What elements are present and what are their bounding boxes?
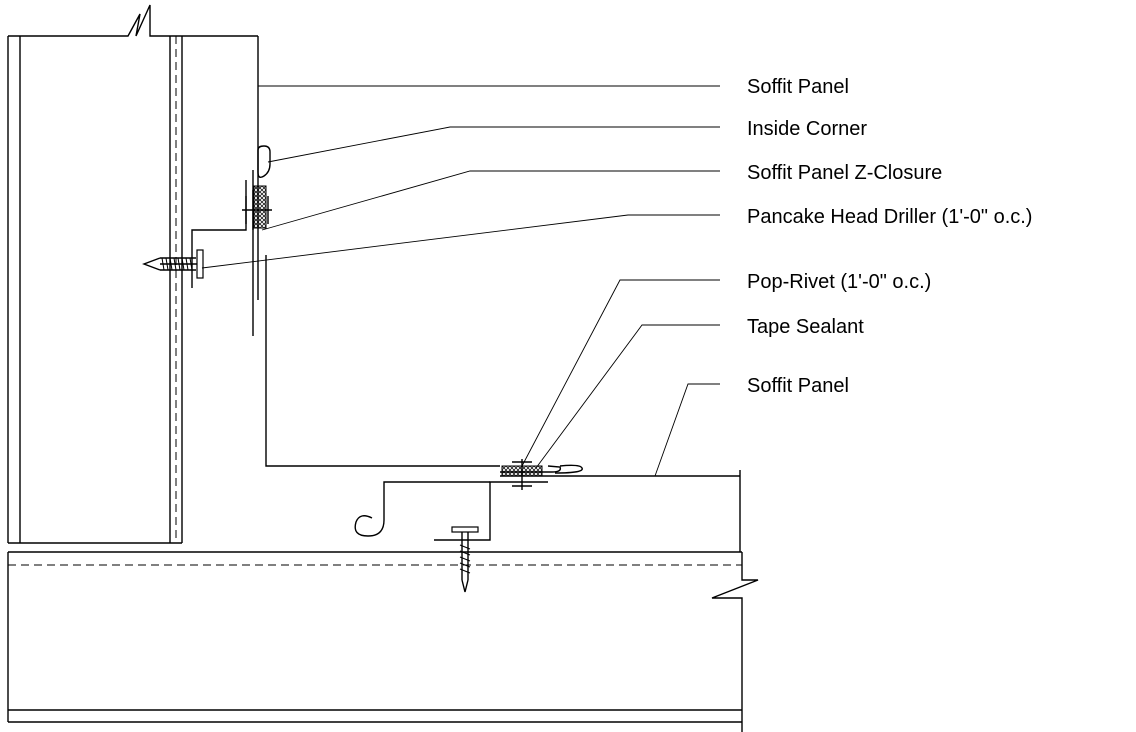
soffit-panel-upper	[257, 36, 500, 467]
pop-rivet-upper	[242, 196, 272, 224]
beam-fastener	[451, 526, 479, 593]
inside-corner-trim	[252, 145, 583, 474]
callout-pancake-driller: Pancake Head Driller (1'-0" o.c.)	[747, 206, 1032, 228]
callout-pop-rivet: Pop-Rivet (1'-0" o.c.)	[747, 271, 931, 293]
callout-z-closure: Soffit Panel Z-Closure	[747, 162, 942, 184]
callout-soffit-panel-bottom: Soffit Panel	[747, 375, 849, 397]
callout-soffit-panel-top: Soffit Panel	[747, 76, 849, 98]
callout-inside-corner: Inside Corner	[747, 118, 867, 140]
vertical-wall-panel	[7, 4, 258, 544]
soffit-panel-lower	[500, 459, 741, 552]
pancake-head-driller-screw	[142, 249, 204, 279]
horizontal-beam	[7, 551, 759, 732]
callout-tape-sealant: Tape Sealant	[747, 316, 864, 338]
leader-lines	[201, 85, 720, 477]
